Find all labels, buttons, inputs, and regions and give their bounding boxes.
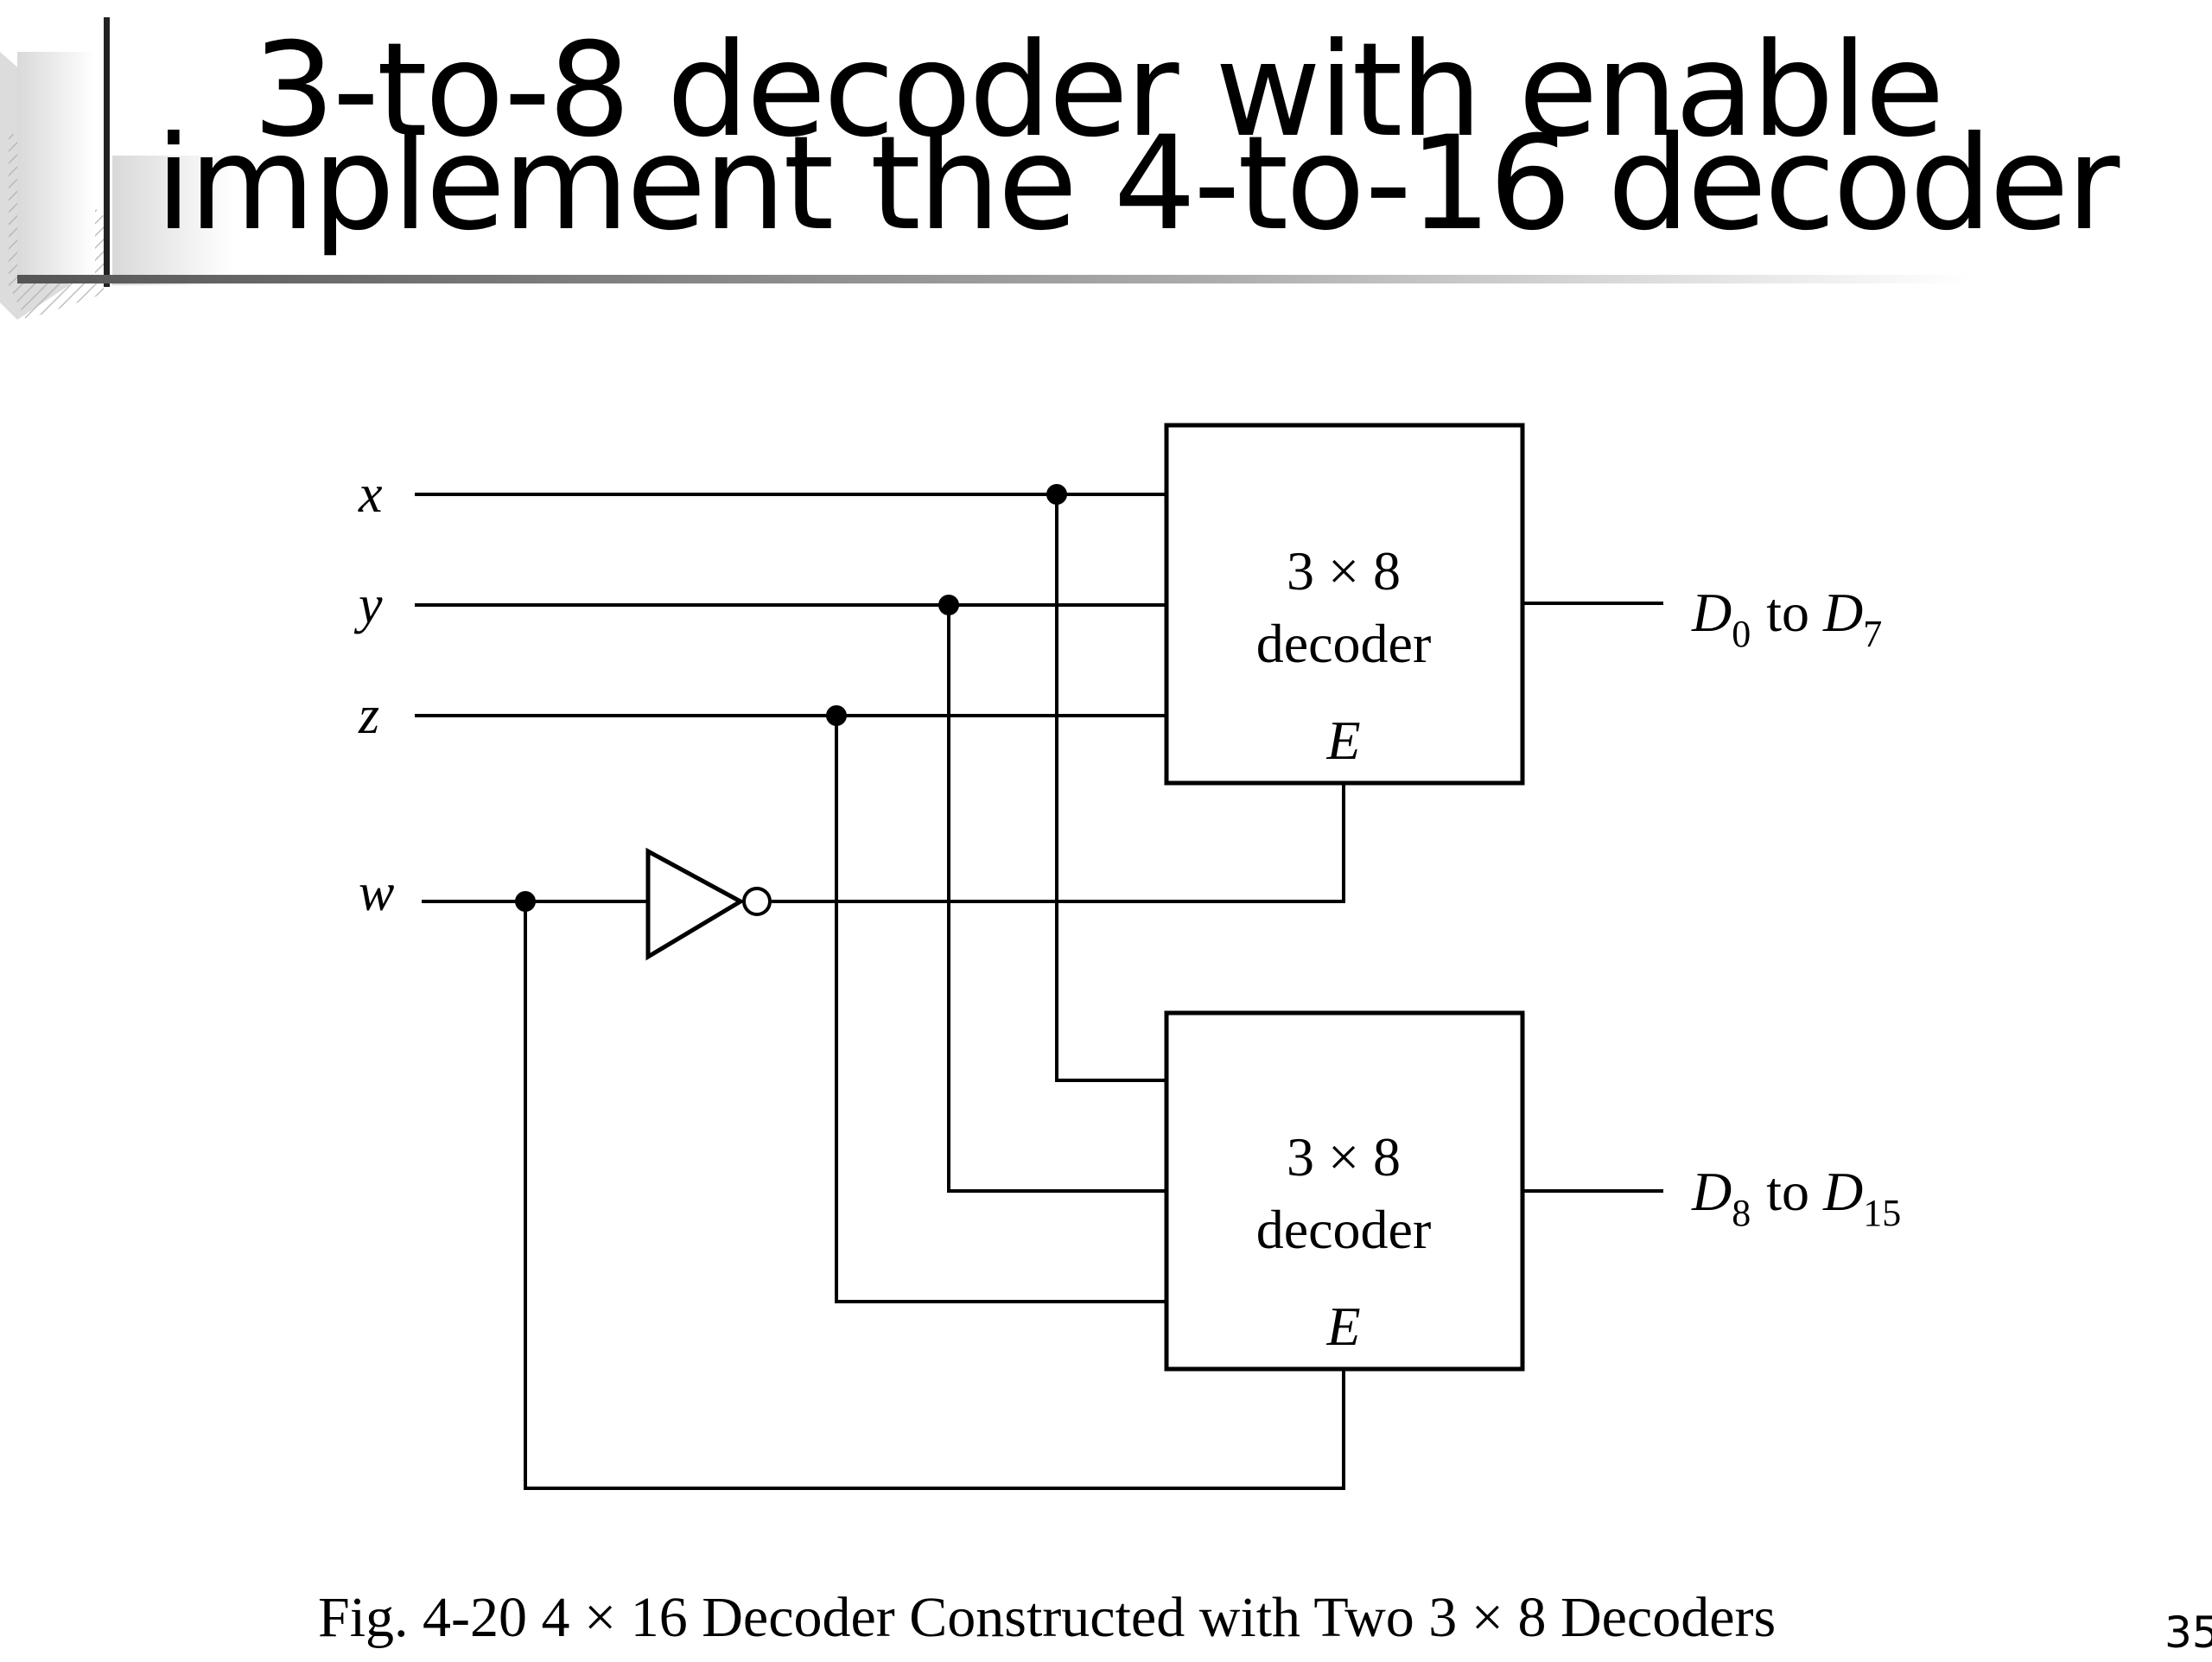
input-label-x: x (358, 465, 383, 524)
output-1-var-b: D (1822, 582, 1863, 643)
decoder-2-enable-label: E (1325, 1296, 1360, 1357)
slide-title-line-2: implement the 4-to-16 decoder (156, 109, 2120, 259)
decoder-1-enable-label: E (1325, 710, 1360, 771)
ornament-block-1 (17, 52, 95, 277)
output-1-var-a: D (1691, 582, 1732, 643)
input-label-w: w (359, 863, 394, 922)
wire-z-branch (835, 716, 1166, 1303)
junction-x (1046, 484, 1067, 505)
output-2-to-word: to (1766, 1161, 1809, 1222)
input-label-z: z (358, 686, 379, 745)
wire-y-branch (947, 605, 1166, 1193)
input-label-y: y (353, 576, 383, 634)
output-2-var-a: D (1691, 1161, 1732, 1222)
circuit-wires (415, 493, 1663, 1490)
output-1-to-word: to (1766, 582, 1809, 643)
figure-caption: Fig. 4-20 4 × 16 Decoder Constructed wit… (318, 1586, 1776, 1649)
decoder-box-1 (1164, 423, 1525, 786)
ornament-vertical-bar (104, 17, 110, 287)
junction-z (826, 705, 847, 726)
output-1-to: 7 (1863, 613, 1882, 655)
decoder-2-label-line-1: 3 × 8 (1287, 1126, 1401, 1188)
output-2-from: 8 (1732, 1192, 1751, 1234)
output-1-from: 0 (1732, 613, 1751, 655)
title-rule (17, 275, 1970, 283)
decoder-1-label-line-1: 3 × 8 (1287, 540, 1401, 602)
header-ornament (0, 17, 1970, 320)
output-2-to: 15 (1863, 1192, 1901, 1234)
slide-title-line-1: 3-to-8 decoder with enable (252, 16, 1944, 166)
junction-dots (515, 484, 1067, 912)
page-number: 35 (2164, 1608, 2212, 1658)
decoder-box-2 (1164, 1010, 1525, 1372)
decoder-1-label-line-2: decoder (1256, 613, 1432, 674)
junction-w (515, 891, 536, 912)
junction-y (938, 595, 959, 615)
wire-w-inverted (772, 785, 1345, 903)
not-gate-bubble (742, 887, 772, 916)
decoder-2-label-line-2: decoder (1256, 1199, 1432, 1260)
wire-x-branch (1055, 494, 1166, 1082)
output-2-var-b: D (1822, 1161, 1863, 1222)
ornament-block-2 (112, 156, 233, 285)
not-gate-icon (645, 847, 746, 961)
wire-w-branch (524, 901, 1345, 1490)
